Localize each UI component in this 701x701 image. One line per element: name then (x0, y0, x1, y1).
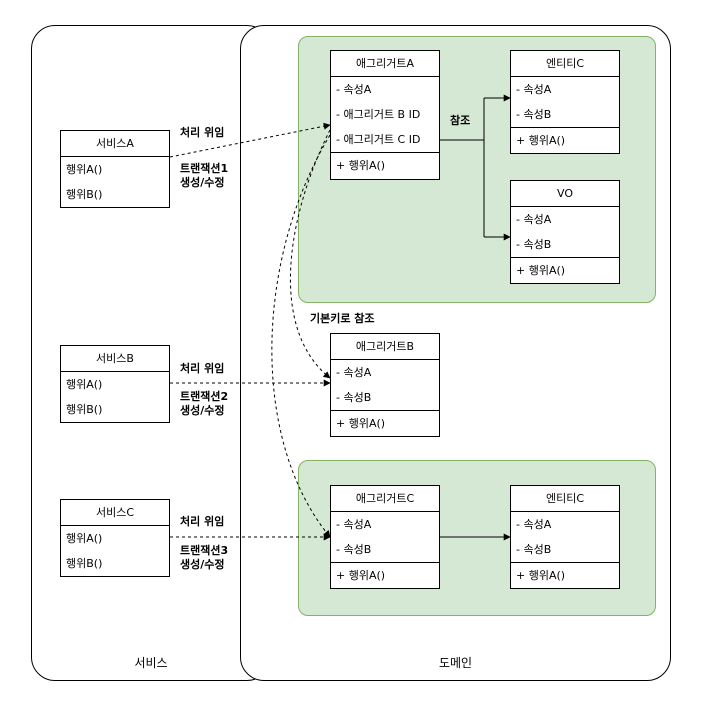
entity-c-top-class[interactable]: 엔티티C - 속성A - 속성B + 행위A() (510, 50, 620, 154)
service-c-title: 서비스C (61, 500, 169, 526)
service-a-title: 서비스A (61, 131, 169, 157)
service-a-method: 행위A() (66, 163, 103, 176)
aggregate-a-title: 애그리거트A (331, 51, 439, 77)
service-a-method: 행위B() (66, 188, 103, 201)
tx-c-label-1: 트랜잭션3 (180, 544, 229, 557)
service-b-method: 행위A() (66, 378, 103, 391)
entity-c-bottom-attr: - 속성A (516, 518, 552, 531)
tx-a-label-2: 생성/수정 (180, 176, 225, 189)
entity-c-bottom-class[interactable]: 엔티티C - 속성A - 속성B + 행위A() (510, 485, 620, 589)
aggregate-b-attr: - 속성A (336, 366, 372, 379)
service-c-method: 행위A() (66, 532, 103, 545)
aggregate-c-method: + 행위A() (331, 562, 439, 588)
vo-title: VO (511, 181, 619, 207)
delegate-a-label: 처리 위임 (180, 126, 225, 139)
service-b-box[interactable]: 서비스B 행위A() 행위B() (60, 345, 170, 423)
entity-c-bottom-attr: - 속성B (516, 543, 552, 556)
aggregate-b-title: 애그리거트B (331, 334, 439, 360)
entity-c-top-attr: - 속성A (516, 83, 552, 96)
aggregate-a-attr: - 애그리거트 B ID (336, 108, 421, 121)
aggregate-a-attr: - 애그리거트 C ID (336, 133, 421, 146)
tx-b-label-1: 트랜잭션2 (180, 390, 229, 403)
vo-method: + 행위A() (511, 257, 619, 283)
service-b-title: 서비스B (61, 346, 169, 372)
delegate-b-label: 처리 위임 (180, 362, 225, 375)
entity-c-bottom-title: 엔티티C (511, 486, 619, 512)
tx-a-label-1: 트랜잭션1 (180, 162, 229, 175)
vo-attr: - 속성B (516, 238, 552, 251)
aggregate-c-class[interactable]: 애그리거트C - 속성A - 속성B + 행위A() (330, 485, 440, 589)
service-c-method: 행위B() (66, 557, 103, 570)
service-c-box[interactable]: 서비스C 행위A() 행위B() (60, 499, 170, 577)
vo-class[interactable]: VO - 속성A - 속성B + 행위A() (510, 180, 620, 284)
entity-c-top-attr: - 속성B (516, 108, 552, 121)
entity-c-bottom-method: + 행위A() (511, 562, 619, 588)
aggregate-c-attr: - 속성B (336, 543, 372, 556)
aggregate-b-attr: - 속성B (336, 391, 372, 404)
service-lane-label: 서비스 (134, 656, 168, 670)
pk-ref-label: 기본키로 참조 (310, 312, 375, 325)
aggregate-a-method: + 행위A() (331, 152, 439, 178)
aggregate-c-attr: - 속성A (336, 518, 372, 531)
domain-lane-label: 도메인 (438, 656, 473, 670)
entity-c-top-title: 엔티티C (511, 51, 619, 77)
aggregate-a-attr: - 속성A (336, 83, 372, 96)
tx-c-label-2: 생성/수정 (180, 558, 225, 571)
pk-ref-b-arrow (289, 129, 331, 379)
tx-b-label-2: 생성/수정 (180, 404, 225, 417)
ref-label: 참조 (450, 114, 471, 127)
aggregate-b-class[interactable]: 애그리거트B - 속성A - 속성B + 행위A() (330, 333, 440, 437)
service-a-box[interactable]: 서비스A 행위A() 행위B() (60, 130, 170, 208)
service-b-method: 행위B() (66, 403, 103, 416)
aggregate-b-method: + 행위A() (331, 410, 439, 436)
aggregate-a-class[interactable]: 애그리거트A - 속성A - 애그리거트 B ID - 애그리거트 C ID +… (330, 50, 440, 180)
entity-c-top-method: + 행위A() (511, 127, 619, 153)
delegate-c-label: 처리 위임 (180, 515, 225, 528)
pk-ref-c-arrow (271, 134, 331, 538)
vo-attr: - 속성A (516, 213, 552, 226)
aggregate-c-title: 애그리거트C (331, 486, 439, 512)
